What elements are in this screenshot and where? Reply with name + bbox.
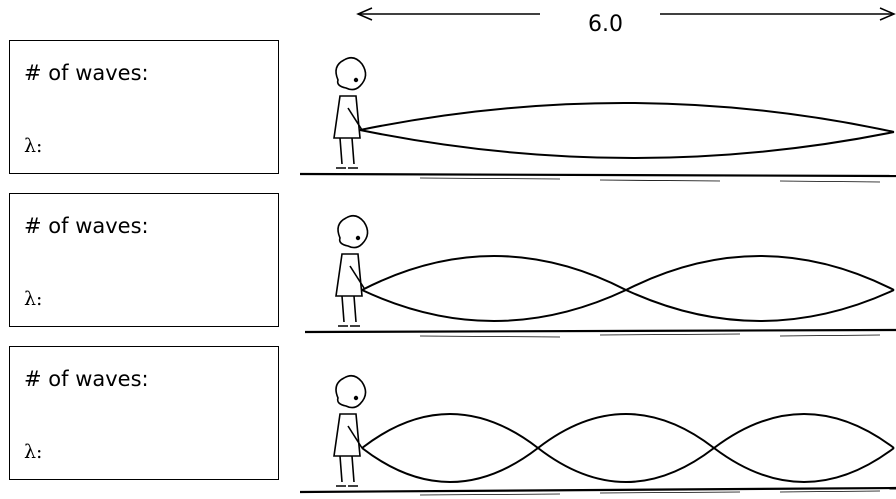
length-dimension-arrow [356, 7, 896, 21]
rope-lower-3 [361, 413, 895, 483]
panel-1 [299, 56, 896, 183]
answer-box-3: # of waves: λ: [9, 346, 279, 480]
ground-shading-1 [419, 177, 881, 183]
rope-lower-2 [361, 255, 895, 322]
person-figure-1 [333, 56, 367, 169]
person-figure-3 [333, 374, 367, 487]
ground-line-2 [304, 328, 896, 334]
wavelength-label: λ: [24, 288, 43, 310]
number-of-waves-label: # of waves: [24, 214, 149, 238]
panel-3 [299, 374, 896, 496]
ground-shading-3 [419, 490, 881, 496]
rope-upper-3 [361, 413, 895, 483]
answer-box-2: # of waves: λ: [9, 193, 279, 327]
length-label: 6.0 [584, 12, 627, 37]
answer-box-1: # of waves: λ: [9, 40, 279, 174]
number-of-waves-label: # of waves: [24, 367, 149, 391]
wavelength-label: λ: [24, 441, 43, 463]
ground-line-1 [299, 172, 896, 178]
number-of-waves-label: # of waves: [24, 61, 149, 85]
rope-lower-1 [359, 129, 895, 159]
panel-2 [304, 214, 896, 338]
ground-line-3 [299, 486, 896, 494]
person-figure-2 [335, 214, 369, 327]
ground-shading-2 [419, 333, 881, 338]
wavelength-label: λ: [24, 135, 43, 157]
rope-upper-1 [359, 102, 895, 133]
